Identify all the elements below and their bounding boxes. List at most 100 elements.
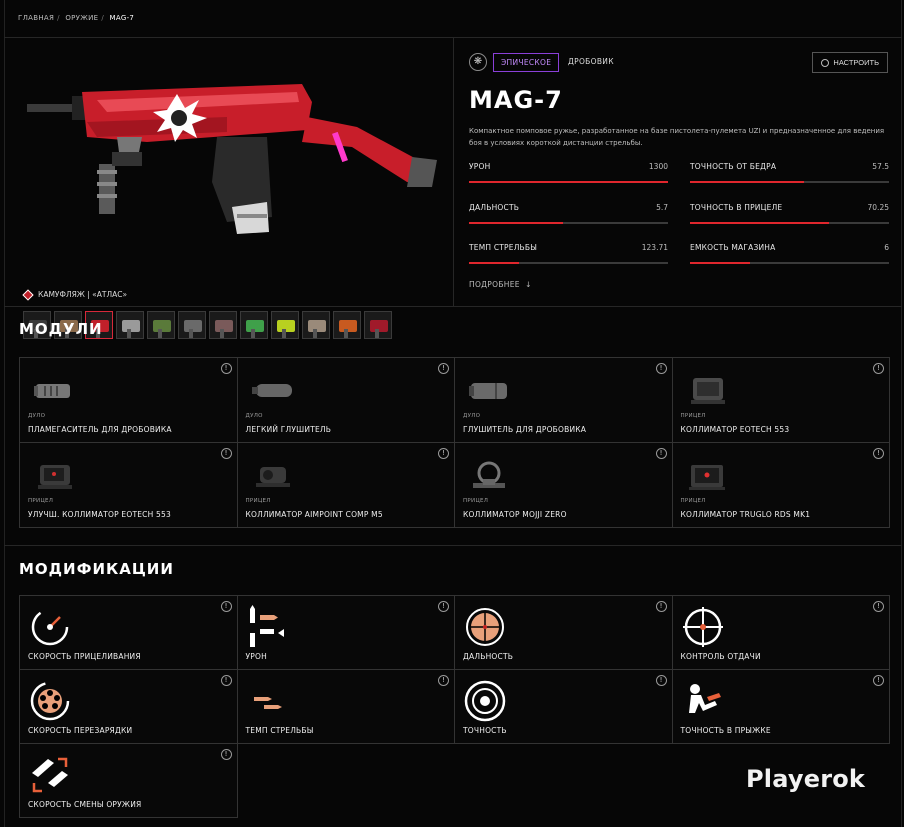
- configure-button[interactable]: НАСТРОИТЬ: [812, 52, 888, 73]
- watermark-logo: Playerok: [746, 765, 866, 793]
- info-icon[interactable]: !: [438, 601, 449, 612]
- upgrade-name: СКОРОСТЬ ПЕРЕЗАРЯДКИ: [28, 726, 133, 735]
- rarity-emblem-icon: ❋: [469, 53, 487, 71]
- camo-swatch[interactable]: [54, 311, 82, 339]
- module-category: ПРИЦЕЛ: [463, 498, 489, 504]
- module-category: ПРИЦЕЛ: [680, 498, 706, 504]
- info-icon[interactable]: !: [220, 448, 232, 459]
- info-icon[interactable]: !: [655, 601, 667, 612]
- camo-thumb-grip: [189, 329, 193, 338]
- info-icon[interactable]: !: [655, 675, 667, 686]
- upgrade-card[interactable]: !СКОРОСТЬ ПРИЦЕЛИВАНИЯ: [19, 595, 238, 670]
- target-accuracy-icon: [464, 680, 506, 722]
- upgrade-card[interactable]: !ДАЛЬНОСТЬ: [454, 595, 673, 670]
- stat-value: 6: [884, 243, 889, 252]
- gear-icon: [821, 58, 830, 67]
- stat-damage: УРОН 1300: [469, 162, 668, 184]
- upgrade-card[interactable]: !ТОЧНОСТЬ: [454, 669, 673, 744]
- module-category: ДУЛО: [28, 413, 46, 419]
- upgrade-card[interactable]: ! СКОРОСТЬ ПЕРЕЗАРЯДКИ: [19, 669, 238, 744]
- camo-thumb: [246, 320, 264, 332]
- stat-fire-rate: ТЕМП СТРЕЛЬБЫ 123.71: [469, 243, 668, 265]
- info-icon[interactable]: !: [873, 363, 884, 374]
- module-card[interactable]: ! ДУЛО ПЛАМЕГАСИТЕЛЬ ДЛЯ ДРОБОВИКА: [19, 357, 238, 443]
- rarity-badge: ЭПИЧЕСКОЕ: [493, 53, 560, 72]
- divider: [4, 545, 902, 546]
- camo-swatch[interactable]: [302, 311, 330, 339]
- upgrades-grid: !СКОРОСТЬ ПРИЦЕЛИВАНИЯ!УРОН!ДАЛЬНОСТЬ!КО…: [19, 595, 890, 818]
- camo-thumb: [29, 320, 47, 332]
- upgrade-card[interactable]: !ТЕМП СТРЕЛЬБЫ: [236, 669, 455, 744]
- breadcrumb-home[interactable]: ГЛАВНАЯ: [18, 14, 55, 22]
- module-image: [690, 378, 725, 404]
- module-card[interactable]: ! ПРИЦЕЛ КОЛЛИМАТОР MOJJI ZERO: [454, 442, 673, 528]
- module-name: ЛЕГКИЙ ГЛУШИТЕЛЬ: [245, 425, 332, 434]
- upgrade-card[interactable]: !СКОРОСТЬ СМЕНЫ ОРУЖИЯ: [19, 743, 238, 818]
- module-name: ПЛАМЕГАСИТЕЛЬ ДЛЯ ДРОБОВИКА: [28, 425, 172, 434]
- stat-bar: [469, 181, 668, 183]
- camo-swatch[interactable]: [23, 311, 51, 339]
- info-icon[interactable]: !: [873, 675, 884, 686]
- module-image: [38, 465, 72, 489]
- stat-bar-fill: [690, 262, 750, 264]
- stat-label: ТОЧНОСТЬ В ПРИЦЕЛЕ: [690, 203, 783, 212]
- info-icon[interactable]: !: [655, 363, 667, 374]
- camo-diamond-icon: [22, 288, 34, 301]
- stat-bar-fill: [469, 181, 668, 183]
- info-icon[interactable]: !: [873, 601, 884, 612]
- camo-label: КАМУФЛЯЖ | «АТЛАС»: [22, 288, 128, 301]
- camo-thumb-grip: [344, 329, 348, 338]
- info-icon[interactable]: !: [220, 675, 232, 686]
- camo-thumb-grip: [282, 329, 286, 338]
- more-details-link[interactable]: ПОДРОБНЕЕ ↓: [469, 280, 532, 289]
- camo-swatch[interactable]: [147, 311, 175, 339]
- weapon-preview-panel: КАМУФЛЯЖ | «АТЛАС»: [5, 38, 454, 339]
- camo-swatch[interactable]: [85, 311, 113, 339]
- camo-name-text: КАМУФЛЯЖ | «АТЛАС»: [38, 290, 128, 299]
- upgrade-card[interactable]: !УРОН: [236, 595, 455, 670]
- breadcrumb-current: MAG-7: [109, 14, 135, 22]
- info-icon[interactable]: !: [220, 363, 232, 374]
- upgrade-card[interactable]: !ТОЧНОСТЬ В ПРЫЖКЕ: [671, 669, 890, 744]
- info-icon[interactable]: !: [438, 675, 449, 686]
- camo-thumb-grip: [34, 329, 38, 338]
- camo-thumb: [91, 320, 109, 332]
- more-details-label: ПОДРОБНЕЕ: [469, 280, 520, 289]
- camo-swatch[interactable]: [116, 311, 144, 339]
- upgrade-card[interactable]: !КОНТРОЛЬ ОТДАЧИ: [671, 595, 890, 670]
- info-icon[interactable]: !: [655, 448, 667, 459]
- stat-hip-accuracy: ТОЧНОСТЬ ОТ БЕДРА 57.5: [690, 162, 889, 184]
- crosshair-range-icon: [466, 608, 504, 646]
- info-icon[interactable]: !: [438, 448, 449, 459]
- camo-swatch[interactable]: [209, 311, 237, 339]
- camo-swatch[interactable]: [333, 311, 361, 339]
- breadcrumb-weapons[interactable]: ОРУЖИЕ: [65, 14, 99, 22]
- camo-thumb: [277, 320, 295, 332]
- camo-swatch[interactable]: [364, 311, 392, 339]
- revolver-cylinder-icon: [30, 681, 70, 721]
- modules-section-title: МОДУЛИ: [19, 320, 103, 338]
- module-name: КОЛЛИМАТОР MOJJI ZERO: [463, 510, 567, 519]
- camo-swatch[interactable]: [178, 311, 206, 339]
- info-icon[interactable]: !: [438, 363, 449, 374]
- camo-thumb: [339, 320, 357, 332]
- info-icon[interactable]: !: [220, 601, 232, 612]
- camo-swatch[interactable]: [271, 311, 299, 339]
- divider: [4, 306, 902, 307]
- info-icon[interactable]: !: [220, 749, 232, 760]
- module-name: ГЛУШИТЕЛЬ ДЛЯ ДРОБОВИКА: [463, 425, 587, 434]
- arrow-down-icon: ↓: [522, 280, 532, 289]
- camo-thumb-grip: [313, 329, 317, 338]
- jumping-soldier-icon: [688, 684, 721, 713]
- weapon-info-panel: ❋ ЭПИЧЕСКОЕ ДРОБОВИК НАСТРОИТЬ MAG-7 Ком…: [455, 38, 900, 306]
- module-image: [469, 383, 507, 399]
- camo-swatch[interactable]: [240, 311, 268, 339]
- info-icon[interactable]: !: [873, 448, 884, 459]
